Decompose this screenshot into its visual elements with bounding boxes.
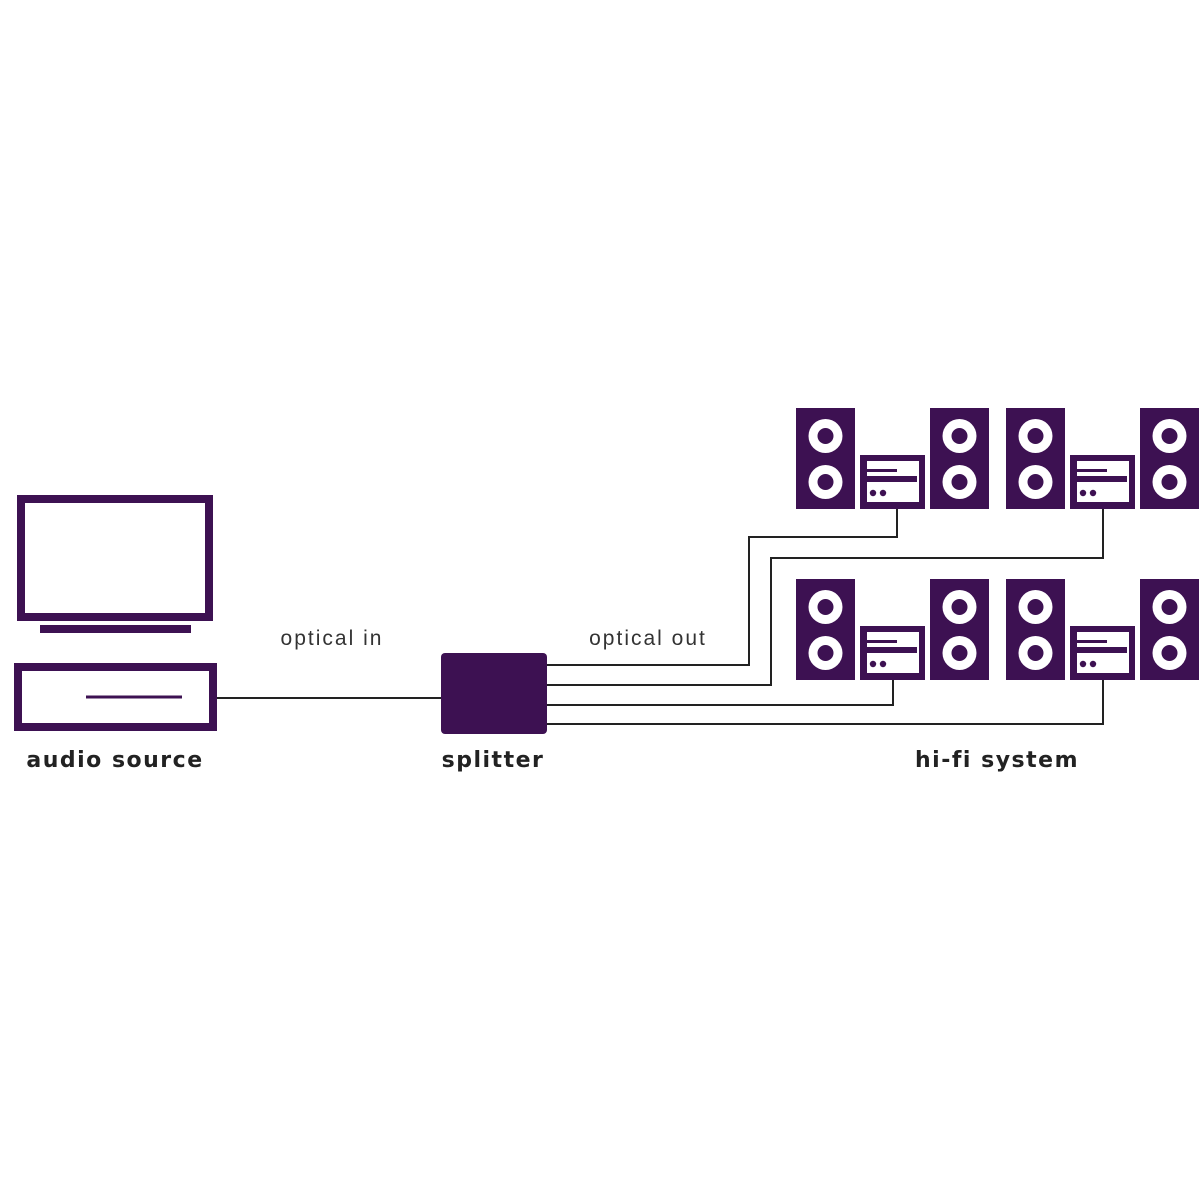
monitor-stand [40,625,191,633]
amplifier-display-line [867,469,897,472]
speaker-center [1027,645,1044,661]
hifi-system-label: hi-fi system [915,748,1079,773]
speaker-center [817,474,834,490]
splitter-icon [441,653,547,734]
hifi-systems [796,408,1199,680]
amplifier-icon [860,626,925,680]
amplifier-knob [1089,660,1097,668]
amplifier-knob [879,660,887,668]
amplifier-display-line [867,640,897,643]
amplifier-display-line [1077,469,1107,472]
hifi-unit [1006,579,1199,680]
speaker-icon [796,579,855,680]
cables [217,508,1104,725]
amplifier-knob [869,489,877,497]
hifi-unit [796,579,989,680]
speaker-center [951,428,968,444]
amplifier-icon [1070,455,1135,509]
speaker-icon [1140,408,1199,509]
amplifier-knob [869,660,877,668]
speaker-center [1161,645,1178,661]
speaker-center [1027,428,1044,444]
amplifier-display-bar [867,476,917,482]
amplifier-display-line [1077,640,1107,643]
speaker-icon [1006,579,1065,680]
hifi-unit [1006,408,1199,509]
amplifier-icon [1070,626,1135,680]
speaker-center [817,599,834,615]
speaker-center [1161,428,1178,444]
optical-in-label: optical in [280,627,384,650]
speaker-center [1027,599,1044,615]
cable-out-1 [547,508,898,666]
amplifier-display-bar [867,647,917,653]
amplifier-knob [1079,660,1087,668]
amplifier-display-bar [1077,476,1127,482]
amplifier-knob [1079,489,1087,497]
player-box-icon [14,663,217,731]
speaker-center [1161,474,1178,490]
audio-source-icon [14,495,217,731]
speaker-icon [796,408,855,509]
amplifier-knob [879,489,887,497]
speaker-center [951,645,968,661]
cable-out-4 [547,680,1104,725]
speaker-icon [1006,408,1065,509]
audio-source-label: audio source [26,748,204,773]
cable-out-3 [547,680,894,706]
speaker-center [1161,599,1178,615]
speaker-icon [1140,579,1199,680]
speaker-center [817,428,834,444]
speaker-icon [930,408,989,509]
amplifier-icon [860,455,925,509]
amplifier-knob [1089,489,1097,497]
speaker-center [951,474,968,490]
speaker-center [951,599,968,615]
hifi-unit [796,408,989,509]
amplifier-display-bar [1077,647,1127,653]
splitter-label: splitter [441,748,545,773]
speaker-center [1027,474,1044,490]
speaker-center [817,645,834,661]
speaker-icon [930,579,989,680]
monitor-icon [17,495,213,621]
cable-out-2 [547,508,1104,686]
optical-out-label: optical out [589,627,707,650]
